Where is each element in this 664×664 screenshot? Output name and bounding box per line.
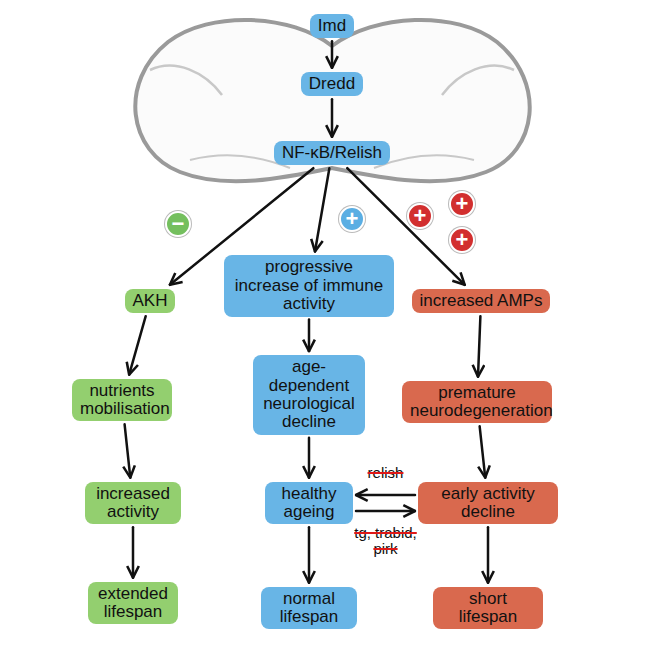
brain-inner-line — [442, 66, 514, 95]
process-box: progressive increase of immune activity — [224, 255, 394, 316]
sign-circle: − — [165, 211, 191, 237]
box-text: healthy ageing — [273, 485, 345, 522]
sign-text: + — [414, 205, 427, 227]
arrow-connector — [315, 168, 329, 251]
process-box: increased AMPs — [412, 289, 551, 313]
sign-text: − — [172, 213, 185, 235]
box-text: normal lifespan — [269, 590, 349, 627]
arrow-connector — [129, 316, 146, 374]
box-text: nutrients mobilisation — [80, 382, 164, 419]
box-text: progressive increase of immune activity — [232, 258, 386, 313]
process-box: early activity decline — [418, 482, 558, 525]
box-text: increased AMPs — [420, 292, 543, 310]
box-text: Dredd — [309, 75, 355, 93]
edge-label: tg, trabid, pirk — [342, 525, 430, 557]
arrow-connector — [487, 527, 490, 582]
sign-text: + — [456, 193, 469, 215]
sign-text: + — [456, 229, 469, 251]
box-text: extended lifespan — [96, 585, 170, 622]
process-box: age-dependent neurological decline — [253, 355, 365, 434]
process-box: NF-κB/Relish — [274, 141, 390, 165]
sign-text: + — [346, 208, 359, 230]
process-box: Imd — [310, 14, 354, 38]
box-text: short lifespan — [441, 590, 535, 627]
arrow-connector — [480, 426, 486, 477]
box-text: premature neurodegeneration — [410, 384, 544, 421]
box-text: increased activity — [93, 485, 173, 522]
brain-outline — [135, 20, 529, 181]
edge-label: relish — [366, 465, 406, 481]
box-text: NF-κB/Relish — [282, 144, 382, 162]
arrow-connector — [308, 438, 311, 478]
box-text: early activity decline — [426, 485, 550, 522]
arrow-connector — [331, 99, 334, 137]
process-box: normal lifespan — [261, 587, 357, 630]
process-box: AKH — [125, 289, 176, 313]
sign-circle: + — [339, 206, 365, 232]
process-box: short lifespan — [433, 587, 543, 630]
process-box: healthy ageing — [265, 482, 353, 525]
box-text: AKH — [133, 292, 168, 310]
process-box: premature neurodegeneration — [402, 381, 552, 424]
process-box: Dredd — [301, 72, 363, 96]
brain-inner-line — [150, 66, 222, 95]
arrow-connector — [356, 494, 415, 497]
arrow-connector — [308, 527, 311, 582]
box-text: Imd — [318, 17, 346, 35]
arrow-connector — [132, 527, 135, 577]
arrow-connector — [308, 320, 311, 352]
process-box: nutrients mobilisation — [72, 379, 172, 422]
box-text: age-dependent neurological decline — [261, 358, 357, 431]
arrow-connector — [478, 316, 480, 376]
sign-circle: + — [407, 203, 433, 229]
sign-circle: + — [449, 191, 475, 217]
arrow-connector — [331, 41, 334, 68]
arrow-connector — [356, 510, 415, 513]
sign-circle: + — [449, 227, 475, 253]
process-box: increased activity — [85, 482, 181, 525]
arrow-connector — [125, 424, 131, 477]
process-box: extended lifespan — [88, 582, 178, 625]
